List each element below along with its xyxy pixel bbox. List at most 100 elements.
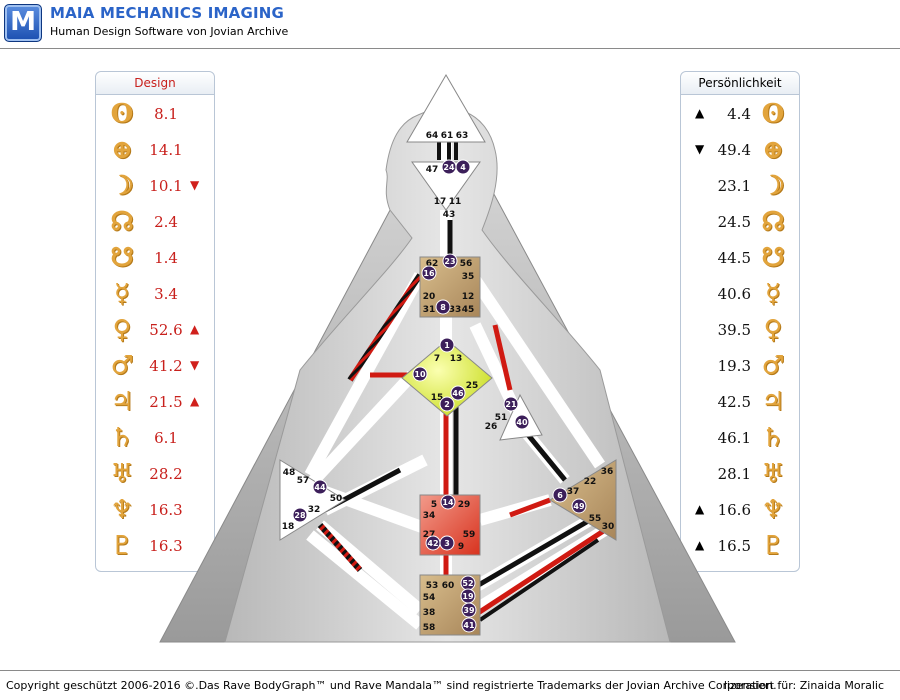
gate-63[interactable]: 63 [456, 131, 469, 141]
title-bar: M MAIA MECHANICS IMAGING Human Design So… [0, 0, 900, 49]
uranus-icon: ♅ [110, 459, 134, 489]
gate-61[interactable]: 61 [441, 131, 454, 141]
gate-7[interactable]: 7 [434, 354, 440, 364]
gate-53[interactable]: 53 [426, 581, 439, 591]
design-gate-value: 14.1 [149, 141, 183, 159]
moon-icon: ☽ [761, 171, 785, 201]
channel-activations [317, 140, 607, 622]
svg-text:28: 28 [294, 511, 306, 520]
gate-28-activated[interactable]: 28 [292, 507, 308, 523]
svg-text:52: 52 [462, 579, 473, 588]
gate-31[interactable]: 31 [423, 305, 436, 315]
personality-gate-value: 46.1 [717, 429, 751, 447]
gate-41-activated[interactable]: 41 [461, 617, 477, 633]
gate-5[interactable]: 5 [431, 500, 437, 510]
svg-text:1: 1 [444, 341, 450, 350]
g-center [401, 339, 493, 417]
gate-37[interactable]: 37 [567, 487, 580, 497]
svg-text:4: 4 [460, 163, 466, 172]
gate-25[interactable]: 25 [466, 381, 479, 391]
neptune-icon: ♆ [110, 495, 134, 525]
personality-panel-heading: Persönlichkeit [681, 72, 799, 95]
gate-47[interactable]: 47 [426, 165, 439, 175]
personality-gate-value: 44.5 [717, 249, 751, 267]
gate-23-activated[interactable]: 23 [442, 253, 458, 269]
design-row: ♇16.3 [96, 531, 214, 567]
venus-icon: ♀ [763, 315, 783, 345]
gate-11[interactable]: 11 [449, 197, 462, 207]
svg-text:41: 41 [463, 621, 475, 630]
gate-50[interactable]: 50 [330, 494, 343, 504]
venus-icon: ♀ [112, 315, 132, 345]
gate-19-activated[interactable]: 19 [460, 588, 476, 604]
gate-9[interactable]: 9 [458, 542, 464, 552]
gate-4-activated[interactable]: 4 [455, 159, 471, 175]
gate-27[interactable]: 27 [423, 530, 436, 540]
gate-35[interactable]: 35 [462, 272, 475, 282]
gate-13[interactable]: 13 [450, 354, 463, 364]
gate-1-activated[interactable]: 1 [439, 337, 455, 353]
gate-3-activated[interactable]: 3 [439, 535, 455, 551]
gate-42-activated[interactable]: 42 [425, 535, 441, 551]
gate-8-activated[interactable]: 8 [435, 299, 451, 315]
gate-2-activated[interactable]: 2 [439, 396, 455, 412]
arrow-up-icon: ▲ [695, 106, 705, 120]
gate-59[interactable]: 59 [463, 530, 476, 540]
gate-21-activated[interactable]: 21 [503, 396, 519, 412]
gate-26[interactable]: 26 [485, 422, 498, 432]
copyright-text: Copyright geschützt 2006-2016 ©.Das Rave… [6, 679, 777, 692]
gate-6-activated[interactable]: 6 [552, 487, 568, 503]
gate-17[interactable]: 17 [434, 197, 447, 207]
gate-45[interactable]: 45 [462, 305, 475, 315]
design-gate-value: 2.4 [154, 213, 178, 231]
svg-text:49: 49 [573, 502, 585, 511]
gate-12[interactable]: 12 [462, 292, 475, 302]
license-text: lizensiert für: Zinaida Moralic [723, 679, 884, 692]
svg-text:46: 46 [452, 389, 464, 398]
gate-60[interactable]: 60 [442, 581, 455, 591]
svg-text:42: 42 [427, 539, 438, 548]
gate-55[interactable]: 55 [589, 514, 602, 524]
design-row: ☋1.4 [96, 243, 214, 279]
gate-40-activated[interactable]: 40 [514, 414, 530, 430]
gate-20[interactable]: 20 [423, 292, 436, 302]
gate-44-activated[interactable]: 44 [312, 479, 328, 495]
gate-15[interactable]: 15 [431, 393, 444, 403]
gate-38[interactable]: 38 [423, 608, 436, 618]
mercury-icon: ☿ [765, 279, 781, 309]
arrow-up-icon: ▲ [190, 322, 200, 336]
gate-16-activated[interactable]: 16 [421, 265, 437, 281]
gate-32[interactable]: 32 [308, 505, 321, 515]
app-title: MAIA MECHANICS IMAGING [50, 4, 285, 22]
personality-gate-value: 19.3 [717, 357, 751, 375]
gate-22[interactable]: 22 [584, 477, 597, 487]
jupiter-icon: ♃ [110, 387, 134, 417]
gate-56[interactable]: 56 [460, 259, 473, 269]
gate-29[interactable]: 29 [458, 500, 471, 510]
gate-58[interactable]: 58 [423, 623, 436, 633]
gate-51[interactable]: 51 [495, 413, 508, 423]
gate-43[interactable]: 43 [443, 210, 456, 220]
gate-10-activated[interactable]: 10 [412, 366, 428, 382]
gate-34[interactable]: 34 [423, 511, 436, 521]
gate-62[interactable]: 62 [426, 259, 439, 269]
design-gate-value: 41.2 [149, 357, 183, 375]
gate-46-activated[interactable]: 46 [450, 385, 466, 401]
gate-30[interactable]: 30 [602, 522, 615, 532]
gate-49-activated[interactable]: 49 [571, 498, 587, 514]
gate-24-activated[interactable]: 24 [441, 159, 457, 175]
gate-18[interactable]: 18 [282, 522, 295, 532]
gate-54[interactable]: 54 [423, 593, 436, 603]
gate-14-activated[interactable]: 14 [440, 494, 456, 510]
gate-36[interactable]: 36 [601, 467, 614, 477]
gate-39-activated[interactable]: 39 [461, 602, 477, 618]
gate-33[interactable]: 33 [449, 305, 462, 315]
design-row: ☊2.4 [96, 207, 214, 243]
gate-57[interactable]: 57 [297, 476, 310, 486]
design-gate-value: 8.1 [154, 105, 178, 123]
gate-64[interactable]: 64 [426, 131, 439, 141]
gate-48[interactable]: 48 [283, 468, 296, 478]
gate-52-activated[interactable]: 52 [460, 575, 476, 591]
